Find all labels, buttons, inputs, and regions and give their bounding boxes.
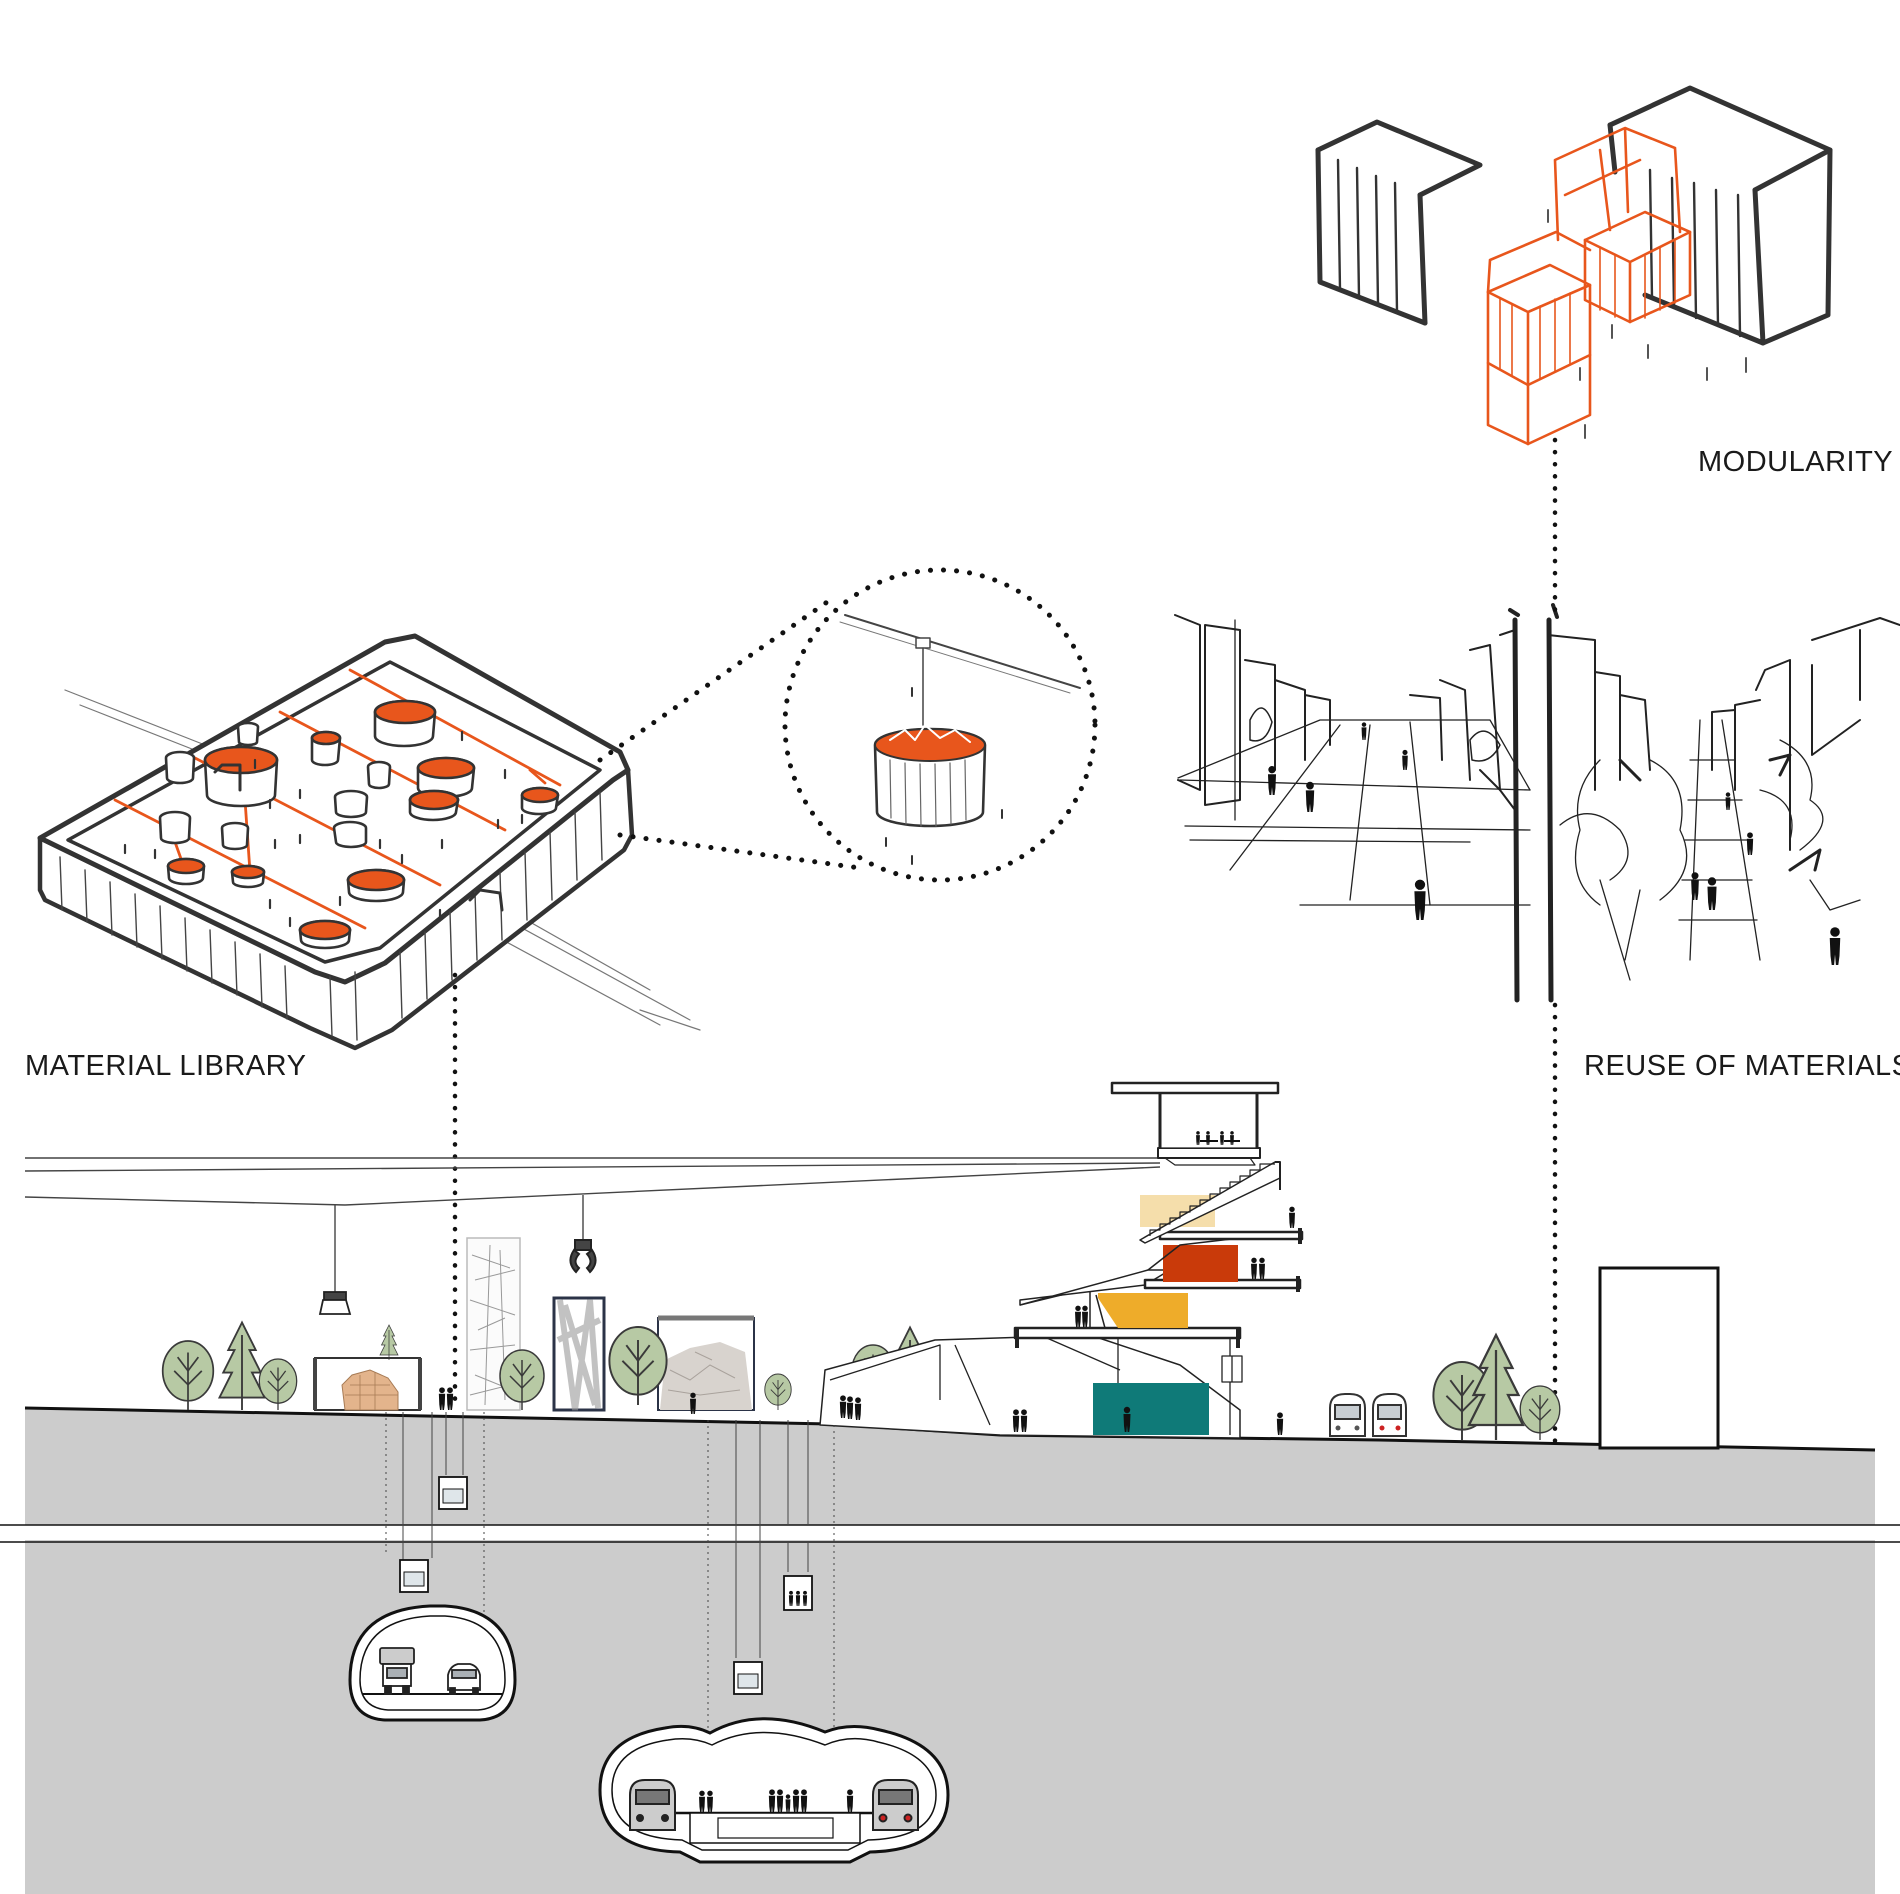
material-box-2 [552,1296,606,1412]
metro-train-right [872,1779,919,1831]
road-tunnel [348,1604,517,1722]
teal-block [1093,1383,1209,1435]
elevator-cars [399,1476,813,1695]
zoomed-storage-tank [839,614,1081,865]
metro-train-left [629,1779,676,1831]
car-icon [447,1663,481,1695]
label-reuse-of-materials: REUSE OF MATERIALS [1584,1050,1900,1082]
ground-section [0,1406,1900,1894]
library-dots [123,730,524,928]
cable-lines [24,1157,1161,1292]
street-sketch-right [1546,603,1900,1003]
label-material-library: MATERIAL LIBRARY [25,1050,307,1082]
crane-hook-left [318,1291,352,1315]
elevator-shafts [385,1412,835,1760]
label-modularity: MODULARITY [1698,446,1894,478]
container-right [1607,85,1833,346]
crane-hook-right [569,1239,597,1274]
library-door-right [468,888,504,912]
library-door-left [213,763,242,792]
material-box-1 [313,1357,422,1411]
zoom-circle [782,567,1098,883]
metro-tunnel [598,1717,950,1864]
section-leaders [452,437,1558,1448]
tram-icons [1329,1393,1407,1437]
orange-modules [1486,126,1692,446]
building-outline [1598,1266,1720,1450]
modularity-sketch [1315,85,1833,446]
zoom-leaders [597,567,1098,883]
hatch-marks [1547,209,1747,439]
stepped-building [819,1081,1304,1439]
street-sketch-left [1174,608,1531,1003]
red-block [1163,1245,1238,1282]
material-box-3 [657,1315,755,1411]
library-inner-rim [66,660,602,964]
elevator-icon [1221,1355,1243,1383]
base-ribs [59,791,603,1041]
yellow-panel [1098,1293,1188,1328]
container-left [1315,119,1483,326]
section-people [438,1131,1295,1435]
truck-icon [379,1647,415,1695]
material-library-sketch [37,633,701,1051]
orange-paths [113,668,562,930]
